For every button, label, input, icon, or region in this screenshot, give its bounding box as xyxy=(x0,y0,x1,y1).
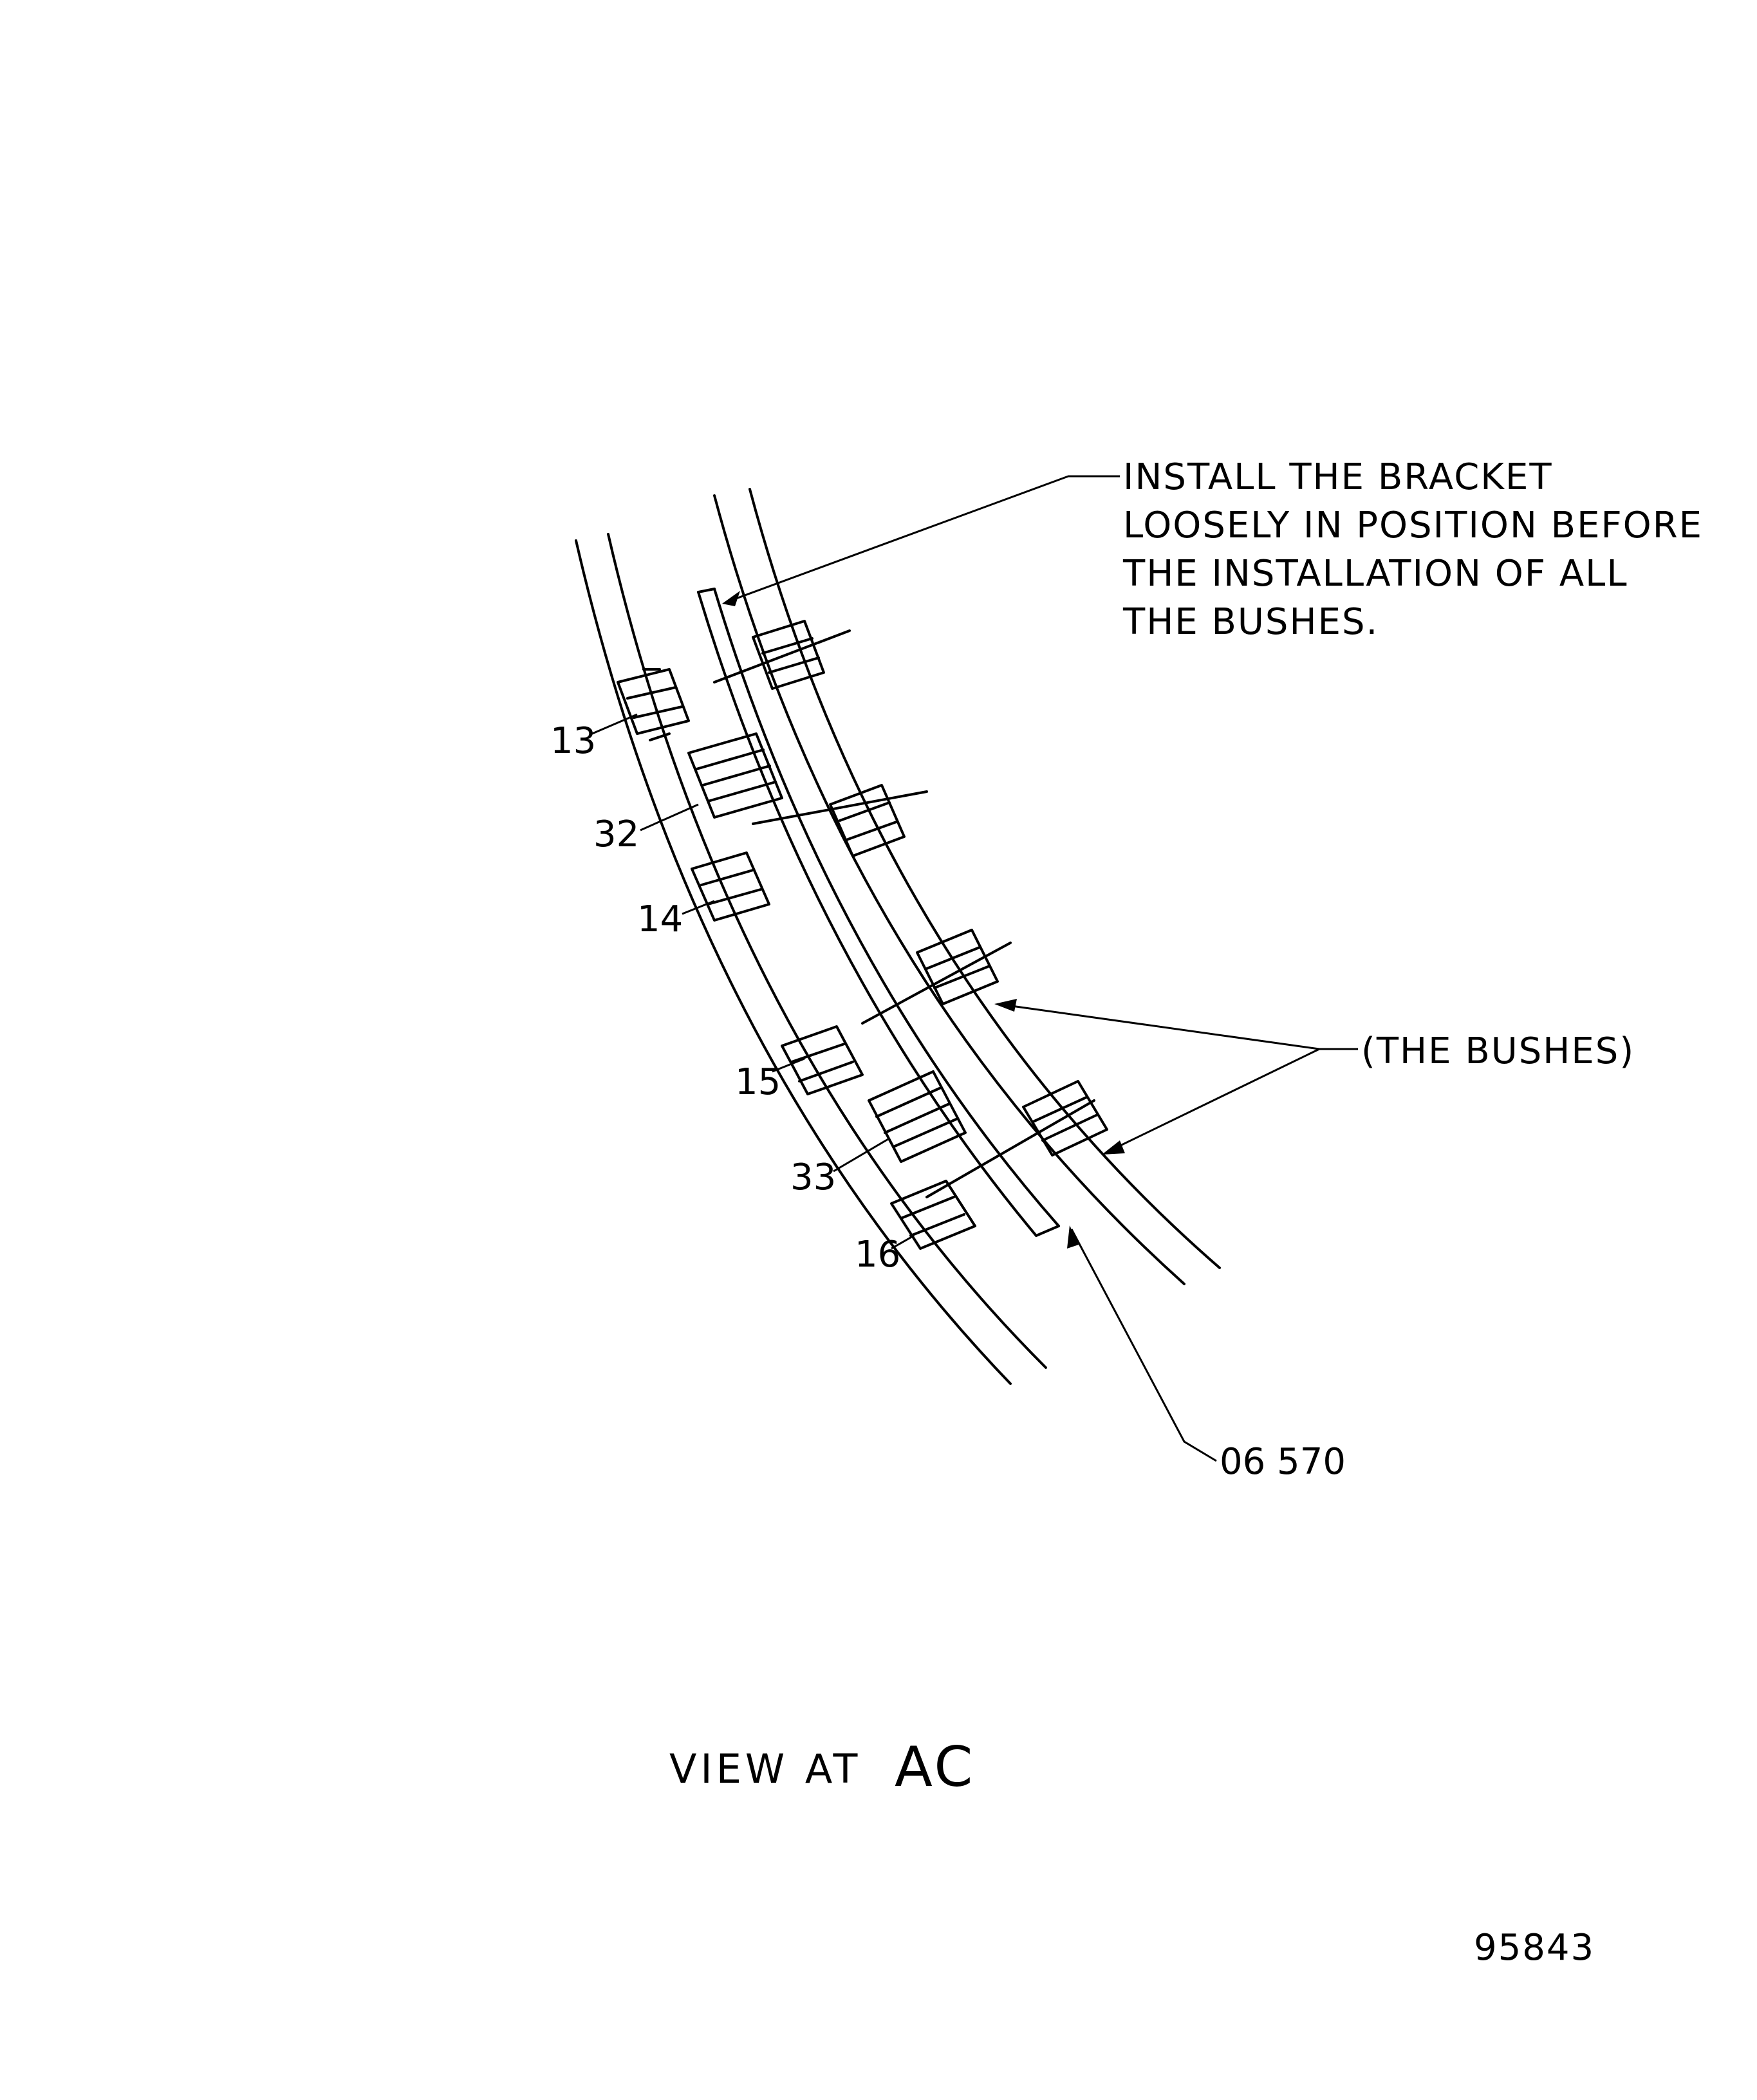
left-pipe-inner xyxy=(607,533,1047,1369)
arrow-note xyxy=(722,591,740,606)
view-title: VIEW AT AC xyxy=(669,1735,975,1799)
bracket-strip-bottom-end xyxy=(1035,1225,1060,1237)
label-13: 13 xyxy=(550,720,596,762)
label-16: 16 xyxy=(855,1234,900,1276)
section-line-4 xyxy=(925,1099,1095,1198)
label-15: 15 xyxy=(735,1061,781,1103)
label-33: 33 xyxy=(790,1157,836,1198)
leader-lines xyxy=(591,475,1358,1462)
bracket-strip-top-end xyxy=(697,588,716,593)
leader-16 xyxy=(891,1234,915,1250)
arrow-bracket xyxy=(1067,1225,1079,1249)
section-line-1 xyxy=(713,629,851,683)
bush-right-4 xyxy=(1022,1080,1108,1157)
note-line-1: INSTALL THE BRACKET xyxy=(1123,456,1553,498)
note-line-3: THE INSTALLATION OF ALL xyxy=(1122,553,1628,595)
view-title-prefix: VIEW AT xyxy=(669,1745,861,1792)
bush-14 xyxy=(691,851,770,922)
leader-note xyxy=(727,475,1120,603)
note-line-2: LOOSELY IN POSITION BEFORE xyxy=(1123,505,1703,546)
bushes-label: (THE BUSHES) xyxy=(1361,1030,1635,1072)
spacer-32 xyxy=(687,732,783,819)
figure-number: 95843 xyxy=(1474,1927,1595,1969)
bracket-strip-outer xyxy=(697,591,1037,1237)
label-32: 32 xyxy=(593,813,639,855)
spacer-33 xyxy=(868,1070,967,1163)
bush-right-3 xyxy=(916,929,999,1005)
leader-13 xyxy=(591,713,638,735)
bush-15 xyxy=(781,1025,864,1095)
label-bracket: 06 570 xyxy=(1220,1441,1346,1483)
left-pipe-outer xyxy=(575,539,1012,1385)
right-pipe-inner xyxy=(748,488,1221,1269)
arrow-bushes-1 xyxy=(994,999,1017,1012)
bracket-strip-inner xyxy=(713,588,1060,1227)
leader-14 xyxy=(682,900,715,915)
note-line-4: THE BUSHES. xyxy=(1122,601,1379,643)
leader-15 xyxy=(772,1057,805,1073)
arrow-bushes-2 xyxy=(1102,1140,1125,1155)
bush-right-1 xyxy=(752,620,825,690)
section-line-3 xyxy=(861,942,1012,1025)
section-line-2 xyxy=(752,790,928,825)
label-14: 14 xyxy=(637,898,683,940)
bush-16 xyxy=(890,1180,976,1250)
leader-32 xyxy=(640,803,699,832)
view-title-letters: AC xyxy=(895,1735,975,1799)
leader-bracket xyxy=(1070,1229,1217,1462)
leader-bushes xyxy=(997,1003,1358,1153)
arrowheads xyxy=(722,591,1125,1249)
leader-33 xyxy=(833,1138,889,1173)
bush-right-2 xyxy=(829,784,906,857)
installation-note: INSTALL THE BRACKET LOOSELY IN POSITION … xyxy=(1122,456,1703,643)
